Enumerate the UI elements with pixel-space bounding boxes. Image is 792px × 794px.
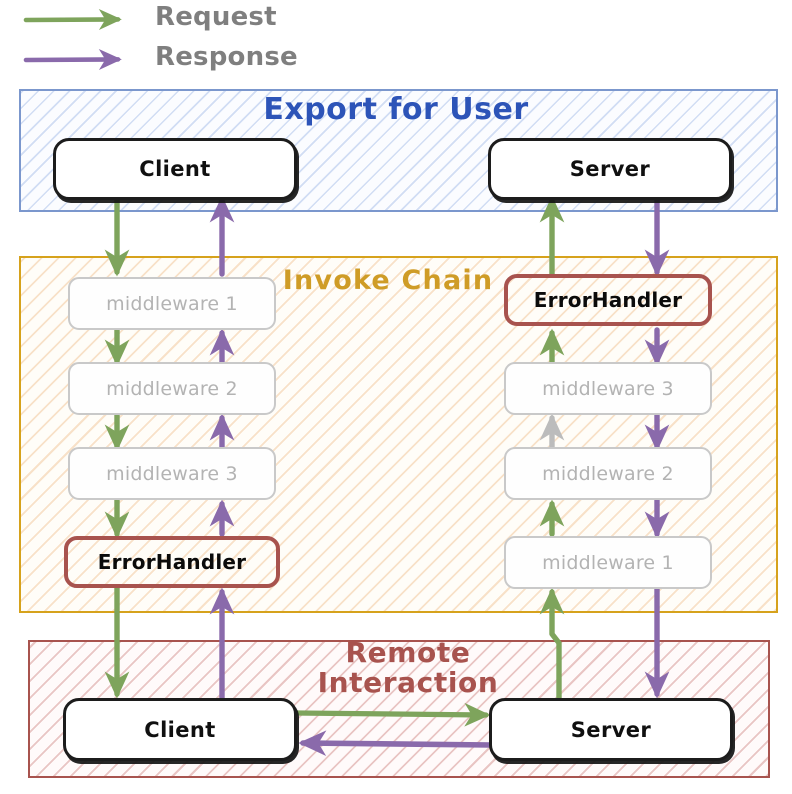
node-right-middleware-1[interactable]: middleware 1: [504, 536, 712, 589]
node-remote-client[interactable]: Client: [63, 698, 297, 761]
legend-label-request: Request: [155, 2, 277, 32]
node-right-errorhandler[interactable]: ErrorHandler: [504, 274, 712, 326]
node-label: middleware 1: [542, 551, 674, 574]
node-label: middleware 2: [542, 462, 674, 485]
group-title-remote-interaction: Remote Interaction: [317, 636, 499, 699]
legend-response-arrow: [23, 49, 122, 71]
node-label: Client: [139, 157, 211, 181]
node-left-errorhandler[interactable]: ErrorHandler: [64, 536, 280, 588]
arrow-response-remote-server-to-client: [298, 730, 494, 757]
node-label: Client: [144, 717, 216, 742]
group-title-invoke-chain: Invoke Chain: [282, 265, 494, 296]
node-export-client[interactable]: Client: [53, 138, 297, 200]
node-left-middleware-1[interactable]: middleware 1: [68, 277, 276, 330]
node-label: middleware 3: [106, 462, 238, 485]
node-left-middleware-2[interactable]: middleware 2: [68, 362, 276, 415]
node-label: Server: [569, 157, 651, 181]
node-label: middleware 1: [106, 292, 238, 315]
node-label: Server: [570, 717, 652, 742]
node-label: middleware 2: [106, 377, 238, 400]
node-label: ErrorHandler: [533, 288, 683, 312]
node-right-middleware-2[interactable]: middleware 2: [504, 447, 712, 500]
node-label: middleware 3: [542, 377, 674, 400]
arrow-request-remote-server-to-mw1-right: [539, 587, 565, 703]
node-right-middleware-3[interactable]: middleware 3: [504, 362, 712, 415]
node-left-middleware-3[interactable]: middleware 3: [68, 447, 276, 500]
node-remote-server[interactable]: Server: [489, 698, 733, 761]
node-label: ErrorHandler: [97, 550, 247, 574]
arrow-request-remote-client-to-server: [293, 702, 491, 727]
node-export-server[interactable]: Server: [488, 138, 732, 200]
legend-request-arrow: [23, 9, 122, 31]
group-title-export-for-user: Export for User: [263, 92, 529, 127]
legend-label-response: Response: [155, 42, 298, 72]
